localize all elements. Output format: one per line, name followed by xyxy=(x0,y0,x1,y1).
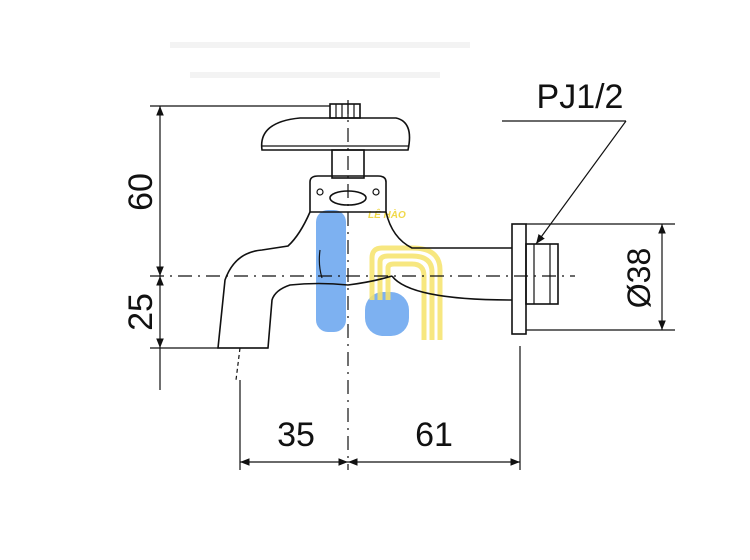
stem-opening xyxy=(329,190,367,206)
watermark: LÊ HÀO xyxy=(316,208,443,340)
label-thread: PJ1/2 xyxy=(537,78,624,116)
faucet-handle xyxy=(260,103,411,151)
dimension-horizontal: 35 61 xyxy=(239,346,521,470)
faucet-stem xyxy=(309,149,387,213)
watermark-blue-bar xyxy=(316,210,346,332)
dimension-diameter: Ø38 xyxy=(526,223,675,331)
label-length-right: 61 xyxy=(415,416,453,454)
label-height-upper: 60 xyxy=(122,173,160,211)
label-height-lower: 25 xyxy=(122,293,160,331)
watermark-yellow-stripes xyxy=(369,245,443,340)
label-length-left: 35 xyxy=(277,416,315,454)
faint-background-marks xyxy=(170,42,470,78)
handle-screw xyxy=(329,103,361,119)
label-diameter: Ø38 xyxy=(621,248,657,308)
faucet-flange xyxy=(511,223,559,335)
watermark-blue-block xyxy=(365,292,409,336)
dimension-60: 60 xyxy=(122,105,330,276)
thread-callout: PJ1/2 xyxy=(502,78,627,245)
dimension-25: 25 xyxy=(122,276,218,390)
handle-cap xyxy=(260,117,411,151)
faucet-body xyxy=(217,211,513,381)
